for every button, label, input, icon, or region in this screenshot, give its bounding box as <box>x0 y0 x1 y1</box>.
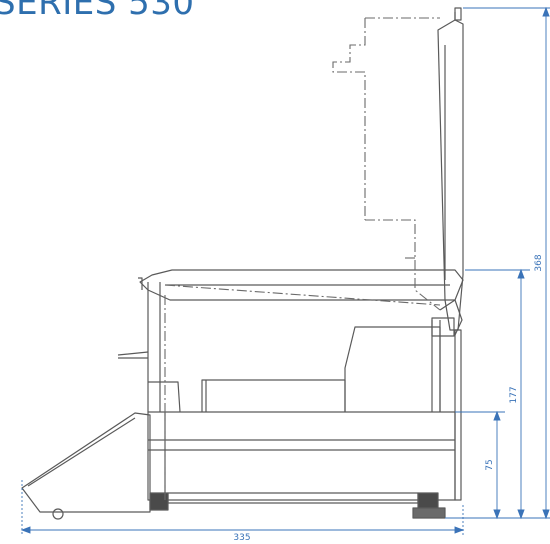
series-title: SERIES 530 <box>0 0 195 23</box>
bottom-plate <box>167 492 419 504</box>
draft-shield-hidden-outline <box>164 17 441 500</box>
chamber-shelf <box>201 379 346 412</box>
sloped-front-base <box>21 412 151 513</box>
rear-plate <box>454 329 462 501</box>
open-lid <box>437 19 464 331</box>
foot-left <box>149 492 169 511</box>
dimension-lines <box>20 6 550 536</box>
dim-height-open-label: 368 <box>534 254 544 271</box>
sloped-front-inner-line <box>27 417 136 487</box>
foot-right-pad <box>412 507 446 519</box>
dim-width-label: 335 <box>233 533 250 543</box>
front-foot <box>52 508 64 520</box>
dim-height-pan-label: 75 <box>485 459 495 470</box>
dim-height-closed-label: 177 <box>509 386 519 403</box>
balance-outline <box>21 7 464 520</box>
back-housing <box>344 326 441 412</box>
lower-body <box>147 411 456 501</box>
